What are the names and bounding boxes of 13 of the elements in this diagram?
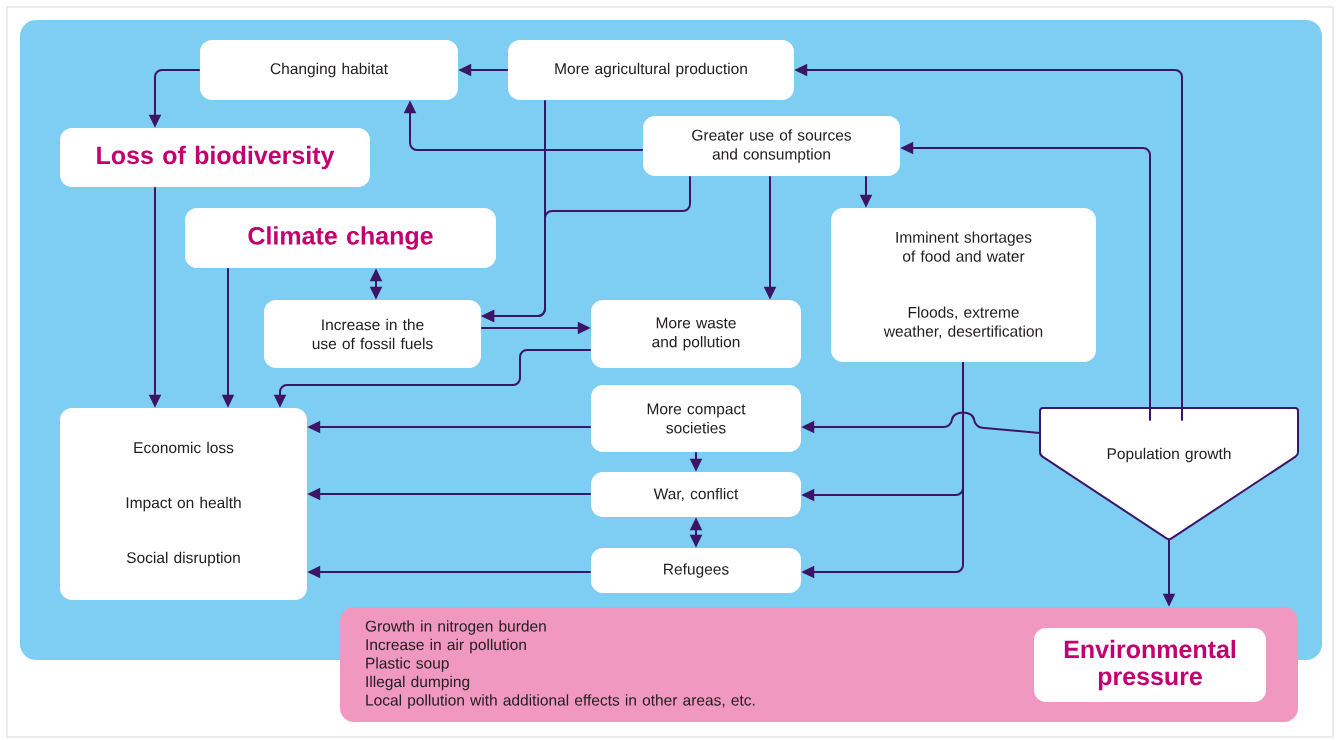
process-box: More agricultural production	[508, 40, 794, 100]
process-box: Greater use of sources and consumption	[643, 116, 900, 176]
heading-box: Environmental pressure	[1034, 628, 1266, 702]
process-box: More compact societies	[591, 385, 801, 452]
process-box: Increase in the use of fossil fuels	[264, 300, 481, 368]
heading-box: Loss of biodiversity	[60, 128, 370, 187]
process-box: Refugees	[591, 548, 801, 593]
process-box: Economic loss Impact on health Social disruption	[60, 408, 307, 600]
process-box: More waste and pollution	[591, 300, 801, 368]
process-box: Changing habitat	[200, 40, 458, 100]
heading-box: Climate change	[185, 208, 496, 268]
process-box: Imminent shortages of food and water Floods, extreme weather, desertification	[831, 208, 1096, 362]
process-box: War, conflict	[591, 472, 801, 517]
